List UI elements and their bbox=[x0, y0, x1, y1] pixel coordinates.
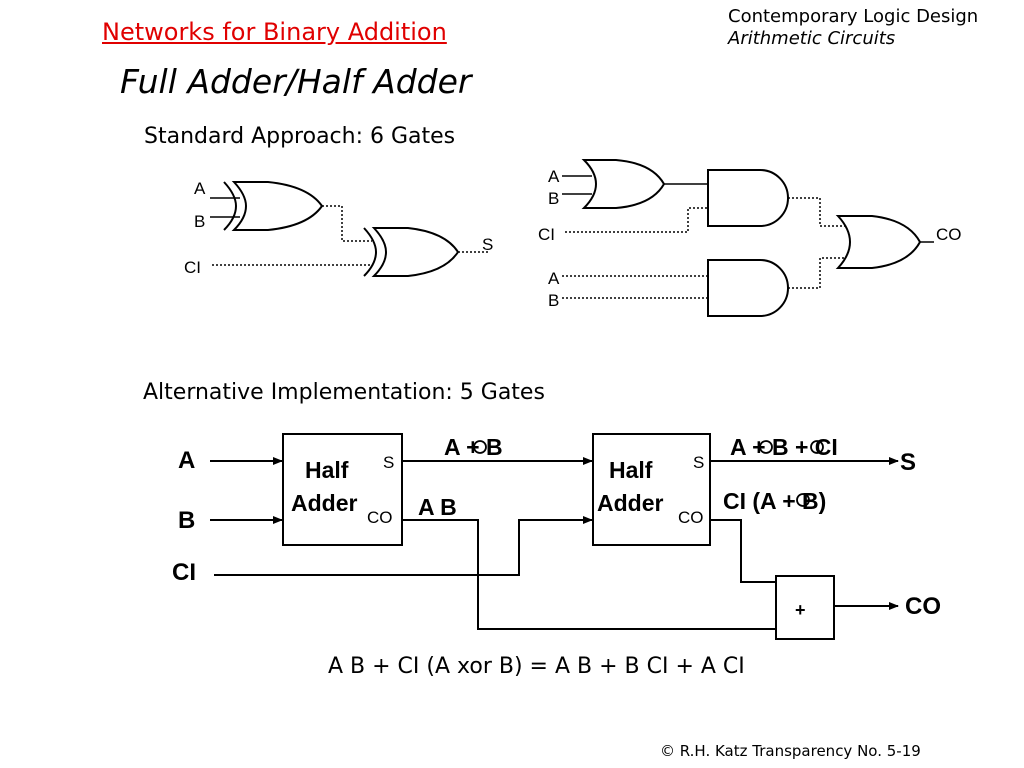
half-adder-1-port-co: CO bbox=[367, 508, 393, 527]
standard-heading: Standard Approach: 6 Gates bbox=[144, 124, 456, 149]
std-label-s: S bbox=[482, 235, 493, 254]
slide-title: Full Adder/Half Adder bbox=[120, 62, 472, 101]
carry-label-ci: CI bbox=[538, 225, 555, 244]
carry-circuit: A B CI A B CO bbox=[538, 159, 962, 317]
alt-input-a: A bbox=[178, 447, 195, 474]
course-info: Contemporary Logic Design Arithmetic Cir… bbox=[728, 6, 978, 50]
or-box: + bbox=[775, 575, 835, 640]
xor-gate-2 bbox=[363, 227, 460, 277]
carry-label-a-top: A bbox=[548, 167, 560, 186]
alt-output-s: S bbox=[900, 449, 916, 476]
xor-gate-1 bbox=[223, 181, 324, 231]
alternative-circuit: A B CI Half Adder S CO A + B A B Half Ad… bbox=[172, 433, 941, 640]
std-label-ci: CI bbox=[184, 258, 201, 277]
half-adder-1-label-bottom: Adder bbox=[291, 490, 358, 516]
std-label-a: A bbox=[194, 179, 206, 198]
and-gate-top bbox=[707, 169, 789, 227]
std-label-b: B bbox=[194, 212, 205, 231]
wire-label-sum: A + B + CI bbox=[730, 434, 838, 460]
wire-label-a-and-b: A B bbox=[418, 494, 457, 520]
xor-circle-2 bbox=[759, 440, 773, 454]
half-adder-2-label-bottom: Adder bbox=[597, 490, 664, 516]
or-box-symbol: + bbox=[795, 600, 806, 620]
xor-circle-1 bbox=[473, 440, 487, 454]
xor-circle-3 bbox=[810, 440, 824, 454]
half-adder-2-label-top: Half bbox=[609, 457, 653, 483]
footer: © R.H. Katz Transparency No. 5-19 bbox=[660, 742, 921, 760]
or-gate-output bbox=[835, 215, 922, 269]
carry-label-b-bottom: B bbox=[548, 291, 559, 310]
section-title: Networks for Binary Addition bbox=[102, 18, 447, 46]
wire-label-ci-term: CI (A + B) bbox=[723, 488, 826, 514]
carry-label-a-bottom: A bbox=[548, 269, 560, 288]
half-adder-2-port-co: CO bbox=[678, 508, 704, 527]
sum-circuit: A B CI S bbox=[184, 179, 493, 277]
carry-label-co: CO bbox=[936, 225, 962, 244]
half-adder-1: Half Adder S CO bbox=[282, 433, 403, 546]
course-title: Contemporary Logic Design bbox=[728, 6, 979, 27]
xor-circle-4 bbox=[796, 493, 810, 507]
half-adder-1-port-s: S bbox=[383, 453, 394, 472]
alt-input-ci: CI bbox=[172, 559, 196, 586]
or-gate-top bbox=[581, 159, 666, 209]
and-gate-bottom bbox=[707, 259, 789, 317]
alternative-heading: Alternative Implementation: 5 Gates bbox=[143, 380, 545, 405]
course-subtitle: Arithmetic Circuits bbox=[728, 28, 896, 49]
half-adder-2-port-s: S bbox=[693, 453, 704, 472]
alt-input-b: B bbox=[178, 507, 195, 534]
carry-label-b-top: B bbox=[548, 189, 559, 208]
carry-equation: A B + CI (A xor B) = A B + B CI + A CI bbox=[328, 654, 745, 679]
half-adder-2: Half Adder S CO bbox=[592, 433, 711, 546]
half-adder-1-label-top: Half bbox=[305, 457, 349, 483]
alt-output-co: CO bbox=[905, 593, 941, 620]
